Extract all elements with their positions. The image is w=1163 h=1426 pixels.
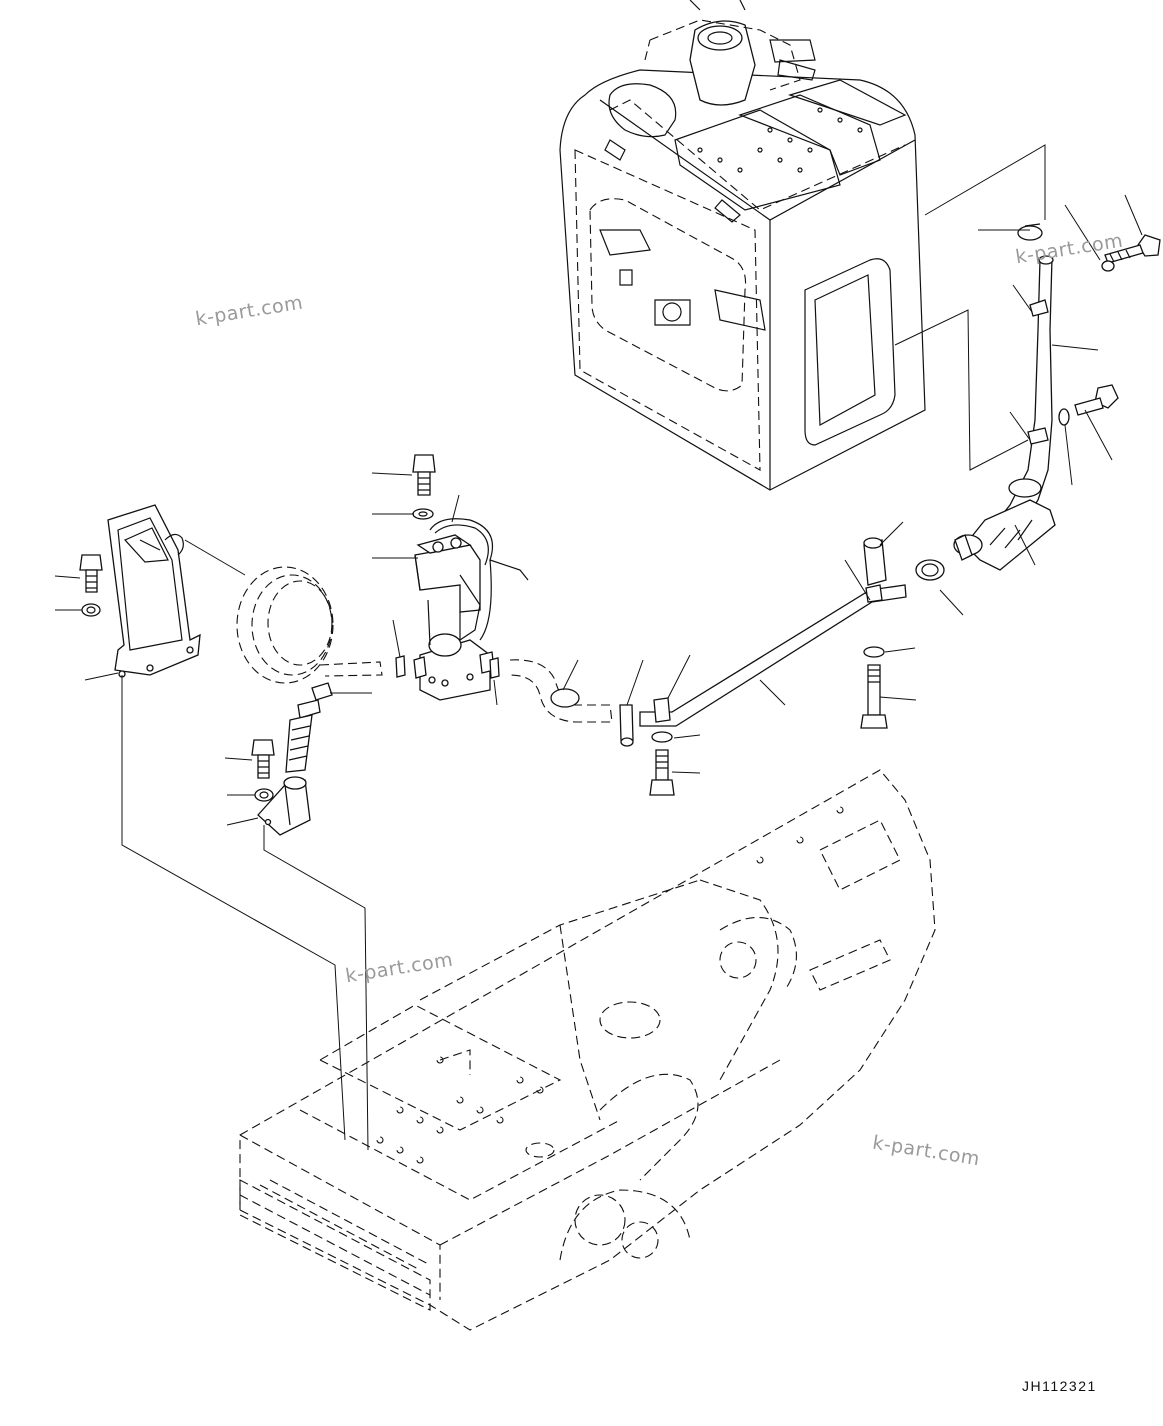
- bolt-left-top: [79, 554, 103, 593]
- tee-fitting: [619, 704, 634, 741]
- adapter-left: [395, 655, 406, 678]
- washer-center: [651, 731, 673, 743]
- hose-clamp: [550, 688, 580, 708]
- drawing-code: JH112321: [1022, 1378, 1097, 1394]
- coiled-hose: [184, 539, 334, 684]
- washer-right: [863, 646, 885, 658]
- bracket-small: [257, 776, 311, 836]
- pump-assembly: [412, 454, 529, 701]
- revolving-frame: [239, 769, 936, 1331]
- hydraulic-tank: [559, 0, 926, 491]
- bolt-top-right: [1101, 234, 1161, 272]
- bolt-center: [649, 749, 675, 796]
- drain-hose-fitting: [285, 699, 321, 773]
- washer-left-top: [81, 603, 101, 617]
- long-pipe: [639, 537, 907, 727]
- bolt-left-bottom: [251, 739, 275, 779]
- suction-pipe: [915, 223, 1056, 581]
- bolt-mid-right: [1058, 384, 1119, 426]
- adapter-right: [489, 657, 500, 679]
- washer-left-bottom: [254, 788, 274, 802]
- bolt-right-vertical: [860, 664, 888, 729]
- bracket-tall: [107, 504, 201, 678]
- nipple: [311, 682, 333, 701]
- callout-leaders: [54, 194, 1143, 826]
